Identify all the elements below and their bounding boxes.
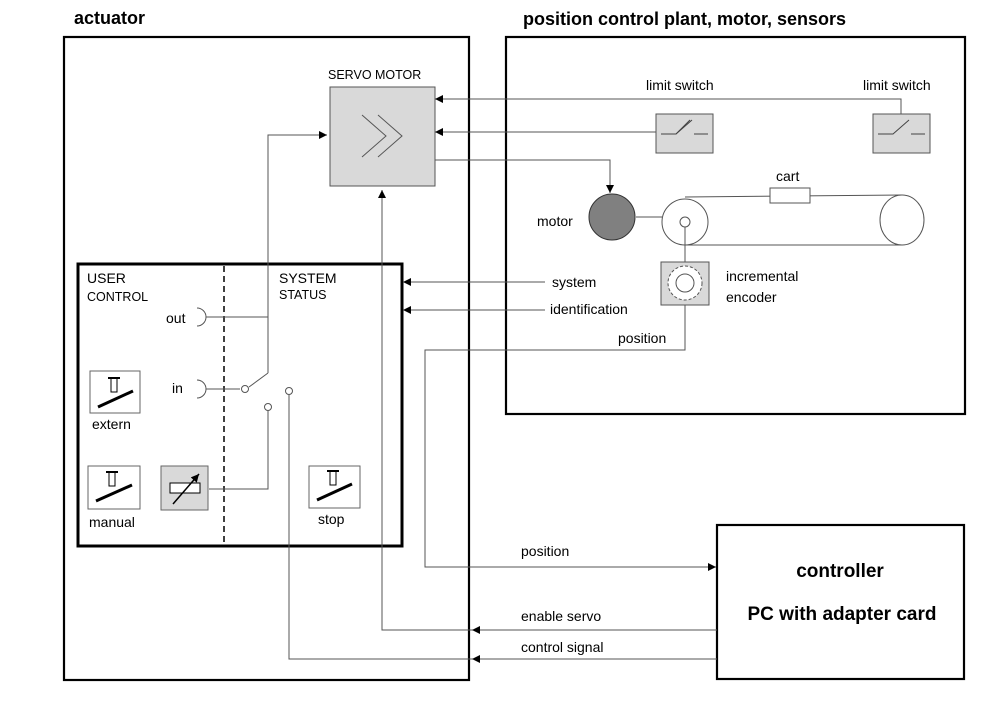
potentiometer-icon[interactable] (160, 465, 209, 511)
limit-switch-left-label: limit switch (646, 77, 714, 93)
servo-motor-label: SERVO MOTOR (328, 68, 421, 82)
limit-switch-left (655, 113, 714, 154)
motor-label: motor (537, 213, 573, 229)
actuator-block (62, 35, 471, 682)
cart (769, 187, 811, 204)
cart-label: cart (776, 168, 799, 184)
stop-button-icon[interactable] (308, 465, 361, 509)
encoder-label-line2: encoder (726, 289, 777, 305)
belt-drive (661, 194, 925, 246)
control-signal-label: control signal (521, 639, 604, 655)
servo-motor (329, 86, 436, 187)
controller-block (715, 523, 966, 681)
system-signal-label: system (552, 274, 596, 290)
system-status-label-line2: STATUS (279, 288, 326, 302)
controller-title: controller (796, 561, 884, 582)
enable-servo-label: enable servo (521, 608, 601, 624)
actuator-title: actuator (74, 8, 145, 28)
position-signal-label-controller: position (521, 543, 569, 559)
enable-servo-signal (378, 190, 472, 631)
in-socket (196, 379, 207, 399)
plant-title: position control plant, motor, sensors (523, 9, 846, 29)
controller-subtitle: PC with adapter card (748, 604, 937, 625)
panel-switch-wiring (206, 131, 327, 490)
limit-switch-right-label: limit switch (863, 77, 931, 93)
system-status-label-line1: SYSTEM (279, 270, 337, 286)
in-label: in (172, 380, 183, 396)
position-signal (424, 305, 716, 571)
user-control-label-line2: CONTROL (87, 290, 148, 304)
control-panel (76, 262, 404, 548)
control-signal-wire (288, 395, 472, 660)
manual-label: manual (89, 514, 135, 530)
manual-button-icon[interactable] (87, 465, 141, 510)
extern-label: extern (92, 416, 131, 432)
motor (588, 193, 636, 241)
out-socket (196, 307, 207, 327)
encoder-label-line1: incremental (726, 268, 798, 284)
incremental-encoder (660, 261, 710, 306)
user-control-label-line1: USER (87, 270, 126, 286)
limit-switch-right (872, 113, 931, 154)
plant-block (504, 35, 967, 416)
extern-button-icon[interactable] (89, 370, 141, 414)
stop-label: stop (318, 511, 345, 527)
identification-signal-label: identification (550, 301, 628, 317)
plant-wiring (435, 95, 902, 193)
position-signal-label-plant: position (618, 330, 666, 346)
out-label: out (166, 310, 186, 326)
